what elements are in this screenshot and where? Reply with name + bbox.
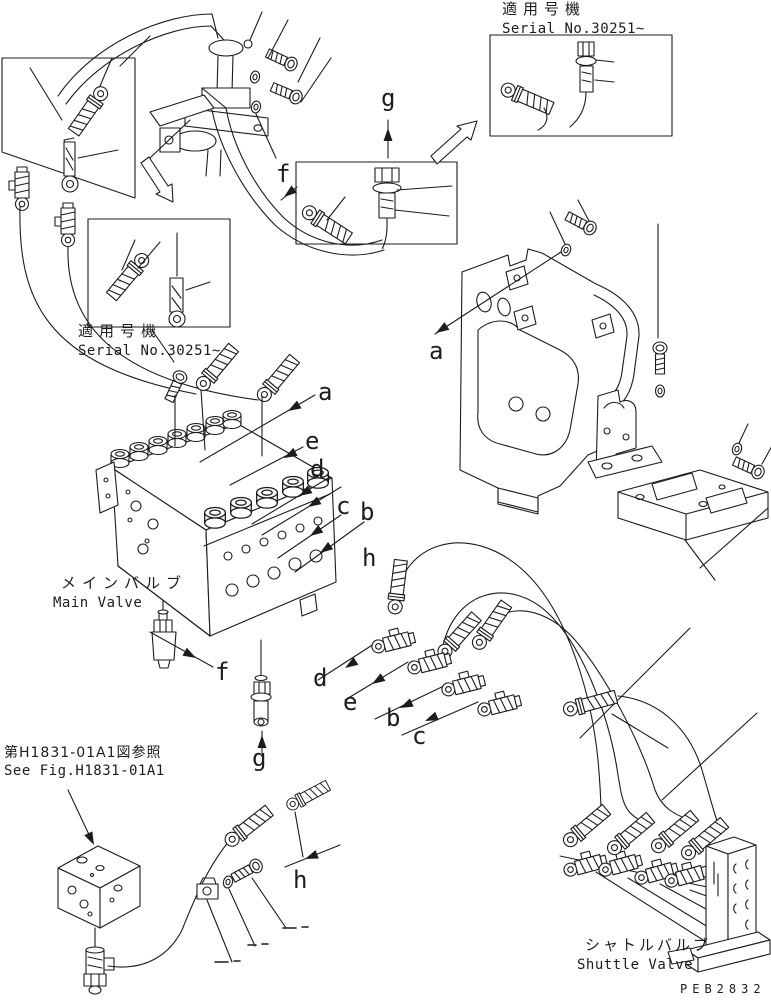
label-serial-top-right-jp: 適用号機 (502, 0, 587, 18)
serial-box-left (87, 218, 231, 328)
shuttle-valve (559, 802, 771, 973)
pilot-manifold-assembly (57, 778, 332, 995)
callout-e-valve: e (305, 427, 320, 455)
label-see-fig: 第H1831-01A1図参照 See Fig.H1831-01A1 (4, 744, 165, 780)
callout-a-valve: a (318, 378, 333, 406)
label-shuttle-valve-en: Shuttle Valve (577, 956, 694, 973)
callout-g-bottom: g (252, 744, 267, 772)
main-valve (95, 409, 337, 727)
callout-f-box: f (276, 160, 291, 188)
callout-d-mid: d (313, 664, 328, 692)
elbow-fittings-mid (368, 624, 669, 749)
serial-box-top-left (1, 57, 136, 199)
label-serial-left-jp: 適用号機 (78, 322, 163, 340)
label-main-valve: メインバルブ Main Valve (53, 574, 187, 612)
label-see-fig-en: See Fig.H1831-01A1 (4, 763, 165, 780)
callout-h-hose: h (362, 544, 377, 572)
callout-a-frame: a (429, 337, 444, 365)
label-main-valve-jp: メインバルブ (61, 574, 188, 592)
hoses-to-shuttle (385, 507, 769, 828)
label-main-valve-en: Main Valve (53, 594, 143, 611)
label-shuttle-valve-jp: シャトルバルブ (585, 936, 712, 954)
callout-c-mid: c (412, 722, 427, 750)
label-shuttle-valve: シャトルバルブ Shuttle Valve (577, 936, 711, 974)
mounting-frame (432, 199, 640, 515)
callout-e-mid: e (343, 688, 358, 716)
callout-b-mid: b (386, 704, 401, 732)
hose-clamp-assembly-top (57, 11, 385, 256)
label-see-fig-jp: 第H1831-01A1図参照 (4, 745, 162, 761)
label-serial-left: 適用号機 Serial No.30251~ (78, 322, 221, 360)
hollow-arrows (140, 120, 478, 203)
label-serial-left-en: Serial No.30251~ (78, 342, 221, 359)
callout-g-box: g (381, 84, 396, 112)
callout-f-bottom: f (215, 658, 230, 686)
label-serial-top-right-en: Serial No.30251~ (502, 20, 645, 37)
callout-h-bottom: h (293, 866, 308, 894)
callout-c-valve: c (336, 492, 351, 520)
serial-box-top-right (489, 34, 673, 137)
mounting-bracket (587, 223, 771, 581)
fg-parts-box (295, 161, 458, 249)
callout-b-valve: b (360, 498, 375, 526)
callout-arrows (149, 119, 479, 868)
callout-d-valve: d (310, 455, 325, 483)
drawing-code: PEB2832 (680, 982, 766, 996)
label-serial-top-right: 適用号機 Serial No.30251~ (502, 0, 645, 38)
